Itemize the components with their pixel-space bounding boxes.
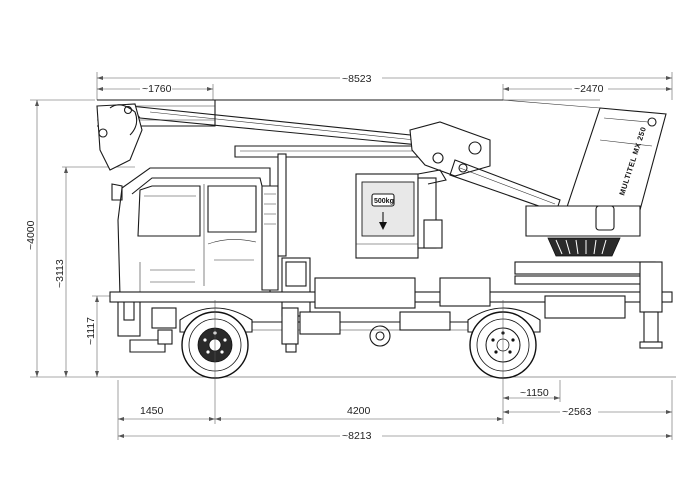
total-height-label: ~4000	[25, 220, 37, 250]
cab-height-label: ~3113	[54, 259, 66, 288]
basket-load-label: 500kg	[374, 198, 394, 205]
dimension-cab-height: ~3113	[54, 166, 135, 377]
rear-overhang-label: ~2563	[562, 406, 592, 418]
truck-cab	[111, 167, 279, 353]
dimension-boom-rear: ~2470	[502, 82, 672, 100]
dimension-rear-overhang: ~2563	[503, 380, 673, 440]
rear-wheel	[467, 307, 541, 379]
boom-assembly: MULTITEL MX 250	[96, 99, 667, 257]
overall-length-label: ~8523	[342, 73, 372, 85]
dimension-total-height: ~4000	[25, 99, 110, 378]
cab-rear-equipment	[277, 153, 311, 317]
chassis-length-label: ~8213	[342, 430, 372, 442]
frame-height-label: ~1117	[85, 317, 97, 345]
front-wheel	[179, 307, 253, 379]
dimension-rear-axle: ~1150	[503, 380, 561, 402]
dimension-overall-length: ~8523	[96, 71, 673, 100]
front-overhang-label: 1450	[140, 405, 164, 417]
wheelbase-label: 4200	[347, 405, 371, 417]
chassis-frame	[109, 261, 673, 353]
boom-front-label: ~1760	[142, 83, 172, 95]
dimension-chassis-length: ~8213	[118, 429, 672, 442]
dimension-wheelbase-row: 1450 4200	[117, 380, 504, 440]
rear-axle-offset-label: ~1150	[520, 387, 549, 399]
work-basket: 500kg	[355, 169, 447, 259]
dimension-boom-front: ~1760	[97, 82, 214, 100]
boom-rear-label: ~2470	[574, 83, 604, 95]
